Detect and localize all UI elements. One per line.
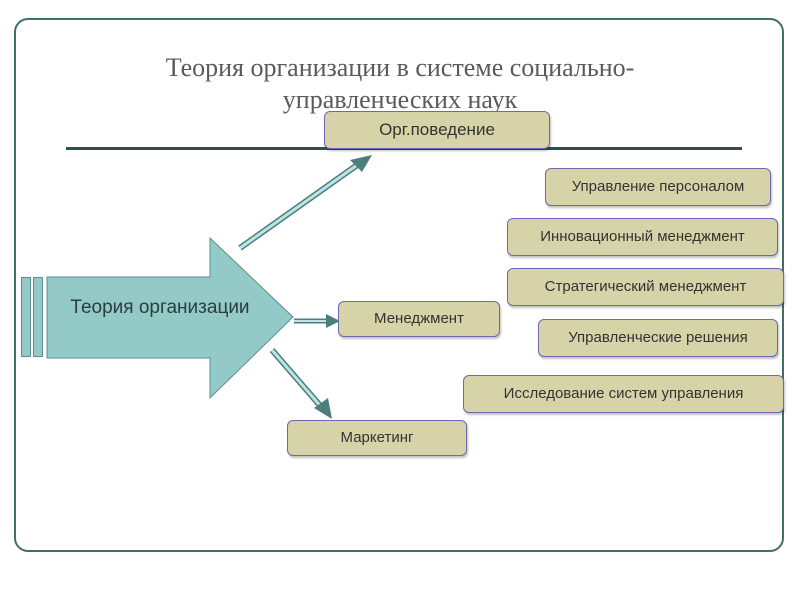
slide-title: Теория организации в системе социально-у… xyxy=(165,53,635,114)
node-management: Менеджмент xyxy=(338,301,500,337)
connector-to-org-behavior xyxy=(238,155,372,251)
topic-strategic-management: Стратегический менеджмент xyxy=(507,268,784,306)
topic-innovation-management: Инновационный менеджмент xyxy=(507,218,778,256)
topic-management-decisions: Управленческие решения xyxy=(538,319,778,357)
topic-management-systems-research: Исследование систем управления xyxy=(463,375,784,413)
arrow-tail-bar xyxy=(33,277,43,357)
node-org-behavior: Орг.поведение xyxy=(324,111,550,149)
topic-label: Управление персоналом xyxy=(571,178,745,195)
node-org-behavior-label: Орг.поведение xyxy=(379,120,495,139)
connector-to-marketing xyxy=(269,348,332,419)
connector-to-management xyxy=(294,314,340,328)
topic-label: Управленческие решения xyxy=(568,329,748,346)
arrow-tail-bar xyxy=(21,277,31,357)
main-block-arrow xyxy=(46,236,294,400)
topic-label: Инновационный менеджмент xyxy=(540,228,745,245)
topic-label: Исследование систем управления xyxy=(503,385,744,402)
node-marketing: Маркетинг xyxy=(287,420,467,456)
node-marketing-label: Маркетинг xyxy=(340,429,414,446)
main-arrow-label: Теория организации xyxy=(70,297,250,318)
topic-personnel-management: Управление персоналом xyxy=(545,168,771,206)
topic-label: Стратегический менеджмент xyxy=(544,278,747,295)
node-management-label: Менеджмент xyxy=(374,310,464,327)
